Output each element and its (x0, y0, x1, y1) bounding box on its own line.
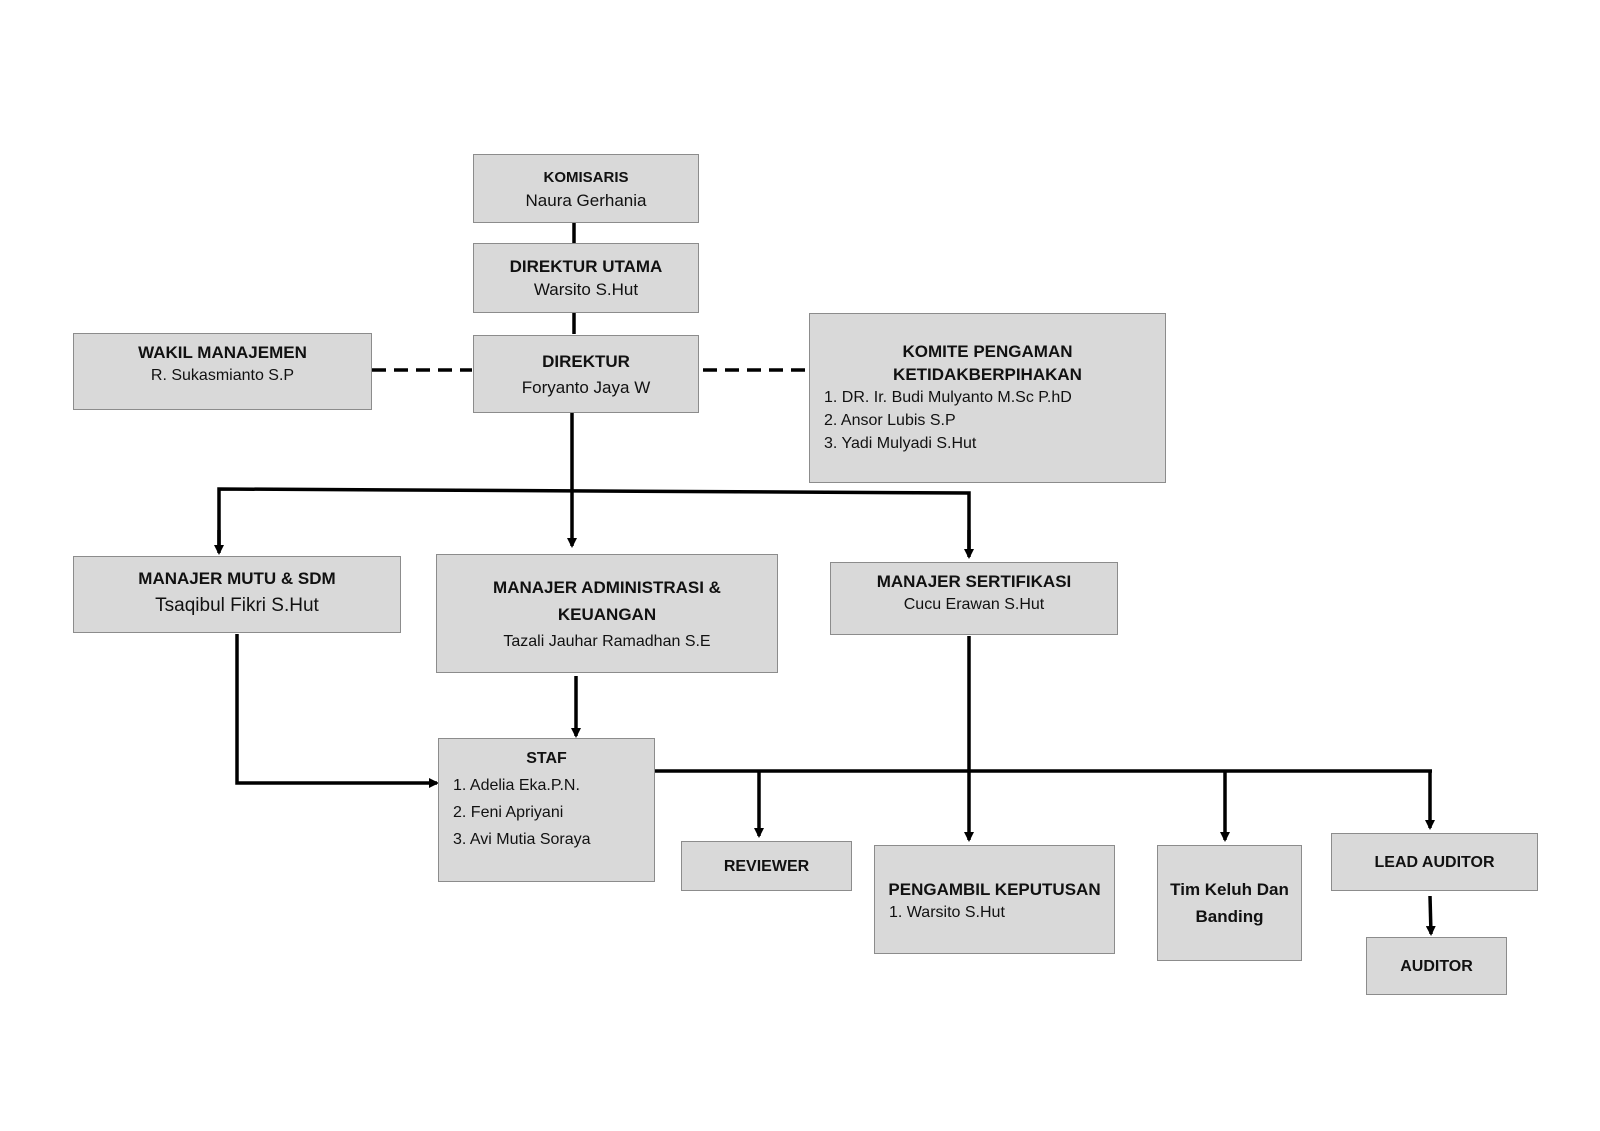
staf-title: STAF (526, 750, 567, 767)
direktur-utama-title: DIREKTUR UTAMA (509, 257, 663, 276)
staf-member: 1. Adelia Eka.P.N. (453, 777, 580, 794)
manajer-sertifikasi-title: MANAJER SERTIFIKASI (876, 572, 1072, 591)
komite-member: 1. DR. Ir. Budi Mulyanto M.Sc P.hD (824, 389, 1072, 406)
manajer-mutu-title: MANAJER MUTU & SDM (138, 569, 336, 588)
box-manajer-mutu-sdm: MANAJER MUTU & SDM Tsaqibul Fikri S.Hut (73, 556, 401, 633)
direktur-title: DIREKTUR (542, 351, 630, 371)
box-reviewer: REVIEWER (681, 841, 852, 891)
pengambil-keputusan-member-list: 1. Warsito S.Hut (875, 901, 1114, 924)
tim-keluh-title-line2: Banding (1195, 907, 1264, 926)
box-direktur-utama: DIREKTUR UTAMA Warsito S.Hut (473, 243, 699, 313)
wakil-manajemen-title: WAKIL MANAJEMEN (138, 343, 307, 362)
tim-keluh-title-line1: Tim Keluh Dan (1170, 880, 1289, 899)
manajer-mutu-name: Tsaqibul Fikri S.Hut (155, 595, 319, 616)
pengambil-keputusan-member: 1. Warsito S.Hut (889, 904, 1005, 921)
direktur-utama-name: Warsito S.Hut (533, 280, 639, 299)
box-manajer-sertifikasi: MANAJER SERTIFIKASI Cucu Erawan S.Hut (830, 562, 1118, 635)
auditor-title: AUDITOR (1400, 957, 1473, 975)
box-komisaris: KOMISARIS Naura Gerhania (473, 154, 699, 223)
komite-member: 2. Ansor Lubis S.P (824, 412, 956, 429)
lead-auditor-title: LEAD AUDITOR (1374, 853, 1495, 871)
box-pengambil-keputusan: PENGAMBIL KEPUTUSAN 1. Warsito S.Hut (874, 845, 1115, 954)
line-mutu-to-staf (235, 634, 439, 788)
box-direktur: DIREKTUR Foryanto Jaya W (473, 335, 699, 413)
staf-member: 3. Avi Mutia Soraya (453, 831, 591, 848)
box-tim-keluh-banding: Tim Keluh Dan Banding (1157, 845, 1302, 961)
komite-title-line2: KETIDAKBERPIHAKAN (893, 365, 1082, 384)
manajer-sertifikasi-name: Cucu Erawan S.Hut (903, 596, 1045, 613)
manajer-admin-name: Tazali Jauhar Ramadhan S.E (503, 633, 711, 650)
box-lead-auditor: LEAD AUDITOR (1331, 833, 1538, 891)
direktur-name: Foryanto Jaya W (521, 377, 651, 397)
komisaris-title: KOMISARIS (543, 168, 629, 186)
komite-member: 3. Yadi Mulyadi S.Hut (824, 435, 977, 452)
pengambil-keputusan-title: PENGAMBIL KEPUTUSAN (888, 880, 1101, 899)
staf-member-list: 1. Adelia Eka.P.N. 2. Feni Apriyani 3. A… (439, 772, 654, 853)
line-lead-to-auditor (1425, 895, 1436, 936)
line-manager-bus (217, 487, 971, 552)
box-manajer-administrasi-keuangan: MANAJER ADMINISTRASI & KEUANGAN Tazali J… (436, 554, 778, 673)
manajer-admin-title-line1: MANAJER ADMINISTRASI & (493, 578, 721, 597)
box-komite: KOMITE PENGAMAN KETIDAKBERPIHAKAN 1. DR.… (809, 313, 1166, 483)
box-wakil-manajemen: WAKIL MANAJEMEN R. Sukasmianto S.P (73, 333, 372, 410)
komisaris-name: Naura Gerhania (525, 190, 647, 210)
box-auditor: AUDITOR (1366, 937, 1507, 995)
staf-member: 2. Feni Apriyani (453, 804, 564, 821)
box-staf: STAF 1. Adelia Eka.P.N. 2. Feni Apriyani… (438, 738, 655, 882)
manajer-admin-title-line2: KEUANGAN (557, 605, 657, 624)
reviewer-title: REVIEWER (723, 857, 810, 875)
komite-member-list: 1. DR. Ir. Budi Mulyanto M.Sc P.hD 2. An… (810, 386, 1165, 455)
wakil-manajemen-name: R. Sukasmianto S.P (150, 367, 295, 384)
komite-title-line1: KOMITE PENGAMAN (902, 342, 1073, 361)
